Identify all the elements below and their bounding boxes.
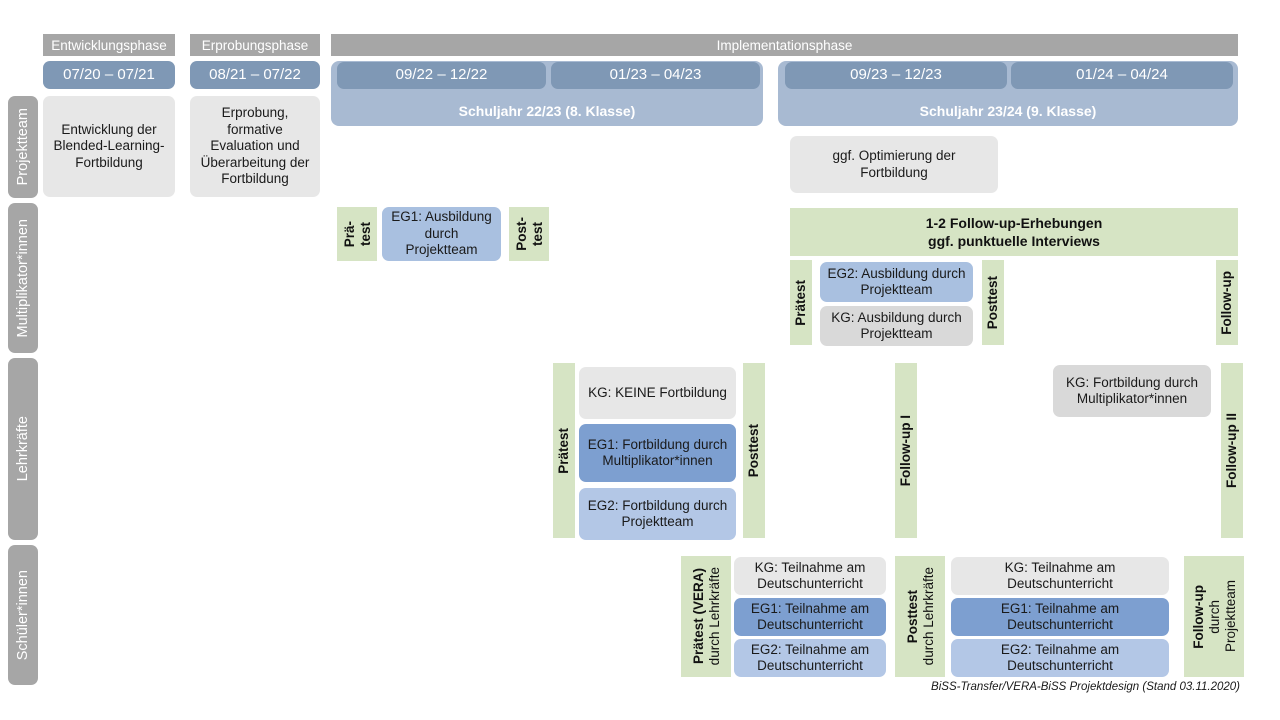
praetest-line-2: test xyxy=(357,221,373,246)
phase-header-implementationsphase: Implementationsphase xyxy=(331,34,1238,56)
schoolyear-label-2324: Schuljahr 23/24 (9. Klasse) xyxy=(919,103,1097,119)
schueler-kg-box-a: KG: Teilnahme am Deutschunterricht xyxy=(734,557,886,595)
lehrkraefte-praetest: Prätest xyxy=(553,363,575,538)
followup-sub-1: durch xyxy=(1206,599,1222,634)
multiplikator-kg-box: KG: Ausbildung durch Projektteam xyxy=(820,306,973,346)
phase-header-entwicklungsphase: Entwicklungsphase xyxy=(43,34,175,56)
posttest-bold: Posttest xyxy=(904,589,920,644)
praetest-vera-bold: Prätest (VERA) xyxy=(690,568,706,665)
phase-header-label: Entwicklungsphase xyxy=(51,37,167,53)
schueler-kg-box-b: KG: Teilnahme am Deutschunterricht xyxy=(951,557,1169,595)
schueler-eg1-box-b: EG1: Teilnahme am Deutschunterricht xyxy=(951,598,1169,636)
followup-sub-2: Projektteam xyxy=(1222,580,1238,653)
period-label: 01/24 – 04/24 xyxy=(1076,66,1168,84)
period-chip-0922-1222: 09/22 – 12/22 xyxy=(337,62,546,89)
role-tab-multiplikator: Multiplikator*innen xyxy=(8,203,38,353)
lehrkraefte-kg-fortbildung-box: KG: Fortbildung durch Multiplikator*inne… xyxy=(1053,365,1211,417)
projektteam-erprobung-box: Erprobung, formative Evaluation und Über… xyxy=(190,96,320,197)
multiplikator-eg2-box: EG2: Ausbildung durch Projektteam xyxy=(820,262,973,302)
projektteam-entwicklung-box: Entwicklung der Blended-Learning-Fortbil… xyxy=(43,96,175,197)
role-tab-projektteam: Projektteam xyxy=(8,96,38,198)
phase-header-label: Erprobungsphase xyxy=(201,37,309,53)
posttest-line-1: Post- xyxy=(513,217,529,251)
followup-bold: Follow-up xyxy=(1190,584,1206,649)
schueler-eg2-box-b: EG2: Teilnahme am Deutschunterricht xyxy=(951,639,1169,677)
period-label: 08/21 – 07/22 xyxy=(209,65,301,83)
schoolyear-label-2223: Schuljahr 22/23 (8. Klasse) xyxy=(458,103,636,119)
praetest-line-1: Prä- xyxy=(341,220,357,248)
lehrkraefte-followup-1: Follow-up I xyxy=(895,363,917,538)
period-label: 01/23 – 04/23 xyxy=(609,66,702,84)
posttest-sub: durch Lehrkräfte xyxy=(920,567,936,666)
lehrkraefte-eg1-box: EG1: Fortbildung durch Multiplikator*inn… xyxy=(579,424,736,482)
role-tab-lehrkraefte: Lehrkräfte xyxy=(8,358,38,540)
lehrkraefte-followup-2: Follow-up II xyxy=(1221,363,1243,538)
period-label: 07/20 – 07/21 xyxy=(63,65,155,83)
phase-header-label: Implementationsphase xyxy=(716,37,853,53)
schueler-followup: Follow-up durch Projektteam xyxy=(1184,556,1244,677)
period-chip-0124-0424: 01/24 – 04/24 xyxy=(1011,62,1233,89)
posttest-line-2: test xyxy=(529,221,545,246)
projektteam-optimierung-box: ggf. Optimierung der Fortbildung xyxy=(790,136,998,193)
followup-banner-line-1: 1-2 Follow-up-Erhebungen xyxy=(925,214,1103,231)
multiplikator-praetest-2: Prätest xyxy=(790,260,812,345)
period-chip-0123-0423: 01/23 – 04/23 xyxy=(551,62,760,89)
footer-credit: BiSS-Transfer/VERA-BiSS Projektdesign (S… xyxy=(931,681,1240,693)
role-tab-schueler: Schüler*innen xyxy=(8,545,38,685)
praetest-vera-sub: durch Lehrkräfte xyxy=(706,567,722,666)
schueler-posttest: Posttest durch Lehrkräfte xyxy=(895,556,945,677)
multiplikator-eg1-box: EG1: Ausbildung durch Projektteam xyxy=(382,207,501,261)
multiplikator-followup: Follow-up xyxy=(1216,260,1238,345)
lehrkraefte-posttest: Posttest xyxy=(743,363,765,538)
multiplikator-posttest-1: Post- test xyxy=(509,207,549,261)
period-label: 09/23 – 12/23 xyxy=(850,66,942,84)
period-label: 09/22 – 12/22 xyxy=(395,66,488,84)
multiplikator-followup-banner: 1-2 Follow-up-Erhebungen ggf. punktuelle… xyxy=(790,208,1238,256)
schueler-eg1-box-a: EG1: Teilnahme am Deutschunterricht xyxy=(734,598,886,636)
multiplikator-posttest-2: Posttest xyxy=(982,260,1004,345)
period-chip-0720-0721: 07/20 – 07/21 xyxy=(43,61,175,89)
followup-banner-line-2: ggf. punktuelle Interviews xyxy=(928,233,1100,249)
lehrkraefte-eg2-box: EG2: Fortbildung durch Projektteam xyxy=(579,488,736,540)
phase-header-erprobungsphase: Erprobungsphase xyxy=(190,34,320,56)
lehrkraefte-kg-keine-box: KG: KEINE Fortbildung xyxy=(579,367,736,419)
schueler-eg2-box-a: EG2: Teilnahme am Deutschunterricht xyxy=(734,639,886,677)
multiplikator-praetest-1: Prä- test xyxy=(337,207,377,261)
schueler-praetest-vera: Prätest (VERA) durch Lehrkräfte xyxy=(681,556,731,677)
period-chip-0923-1223: 09/23 – 12/23 xyxy=(785,62,1007,89)
period-chip-0821-0722: 08/21 – 07/22 xyxy=(190,61,320,89)
